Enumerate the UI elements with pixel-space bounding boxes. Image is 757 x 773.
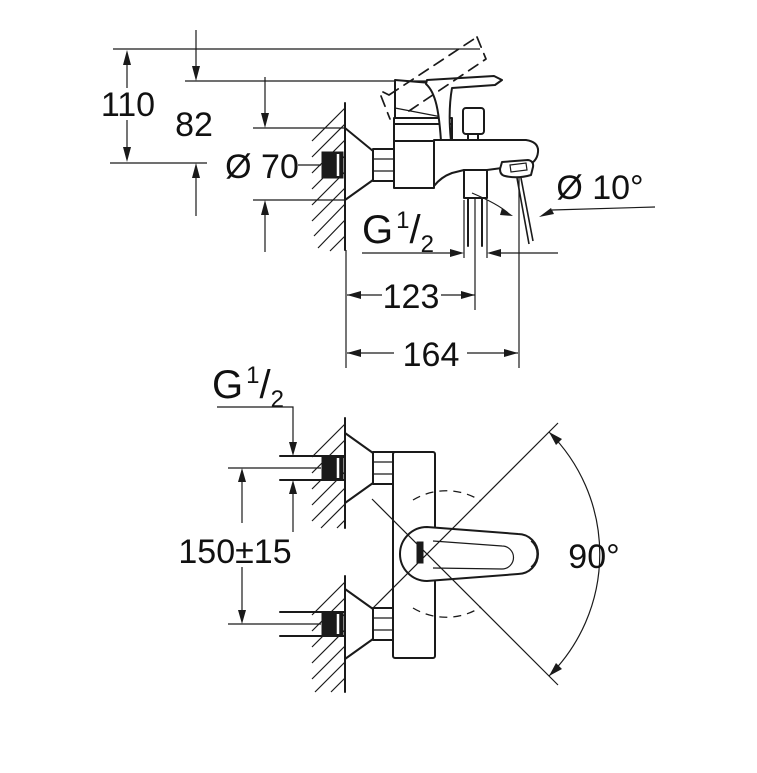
bottom-connection: [228, 588, 396, 660]
lever-raised-position-dashed: [380, 36, 487, 120]
dimension-70-label: Ø 70: [225, 148, 299, 186]
dimension-arrows: [347, 291, 475, 299]
temperature-indicator: [416, 541, 424, 564]
thread-numerator: 1: [396, 207, 409, 234]
union-nut-facets: [373, 158, 395, 172]
dimension-82: 82: [175, 30, 213, 216]
union-nut-facets: [373, 461, 395, 475]
lever-handle-inner-line: [432, 540, 515, 570]
shower-outlet-extension-lines: [463, 198, 488, 310]
top-connection: [228, 432, 396, 504]
wall-fitting: [321, 151, 344, 179]
dimension-diameter-70: Ø 70: [225, 77, 299, 252]
thread-denominator: 2: [271, 386, 284, 413]
dimension-123: 123: [347, 278, 475, 316]
thread-slash: /: [259, 363, 271, 407]
dimension-110: 110: [101, 50, 155, 162]
dimension-150-label: 150±15: [178, 533, 291, 571]
dimension-150: 150±15: [178, 468, 292, 624]
dimension-164: 164: [347, 336, 518, 374]
swivel-angle-label: 90°: [568, 538, 619, 576]
dimension-82-label: 82: [175, 106, 213, 144]
spray-angle-leader: [551, 206, 656, 211]
swivel-limit-lines: [371, 422, 559, 686]
union-nut: [372, 607, 396, 641]
shower-outlet-connection: [463, 169, 488, 199]
swivel-arc-arrows: [549, 432, 562, 676]
escutcheon-cone: [344, 127, 374, 201]
dimension-123-label: 123: [383, 278, 440, 316]
wall-fitting: [321, 611, 344, 637]
swivel-arc: [548, 431, 601, 677]
escutcheon-cone: [344, 588, 374, 660]
dimension-arrows: [450, 249, 501, 257]
mixer-body: [393, 140, 435, 189]
thread-letter: G: [212, 363, 243, 407]
wall-fitting: [321, 455, 344, 481]
wall-hatching: [311, 107, 346, 252]
spout-aerator: [499, 159, 535, 179]
thread-letter: G: [362, 208, 393, 252]
thread-slash: /: [409, 208, 421, 252]
union-nut: [372, 451, 396, 485]
swivel-range-dimension: 90°: [371, 422, 620, 686]
lever-tip-inner-arc: [530, 540, 538, 568]
spray-angle-label: Ø 10°: [556, 169, 643, 207]
leader-and-dimension-lines: [217, 406, 294, 532]
dimension-arrows: [289, 442, 297, 494]
spray-angle-arrow-right: [539, 208, 554, 217]
water-stream-lines: [516, 177, 534, 245]
escutcheon-extension-lines: [253, 127, 345, 201]
thread-denominator: 2: [421, 231, 434, 258]
dimension-110-label: 110: [101, 86, 155, 124]
union-nut-facets: [373, 617, 395, 631]
diverter-knob: [462, 107, 485, 135]
dimension-164-label: 164: [403, 336, 460, 374]
union-nut: [372, 148, 396, 182]
hidden-rosette-dashed: [412, 490, 482, 618]
spout-aerator-inner: [509, 162, 528, 173]
escutcheon-cone: [344, 432, 374, 504]
thread-numerator: 1: [246, 362, 259, 389]
shower-outlet-thread: [467, 197, 483, 247]
spray-angle-arrow-left: [500, 208, 513, 216]
